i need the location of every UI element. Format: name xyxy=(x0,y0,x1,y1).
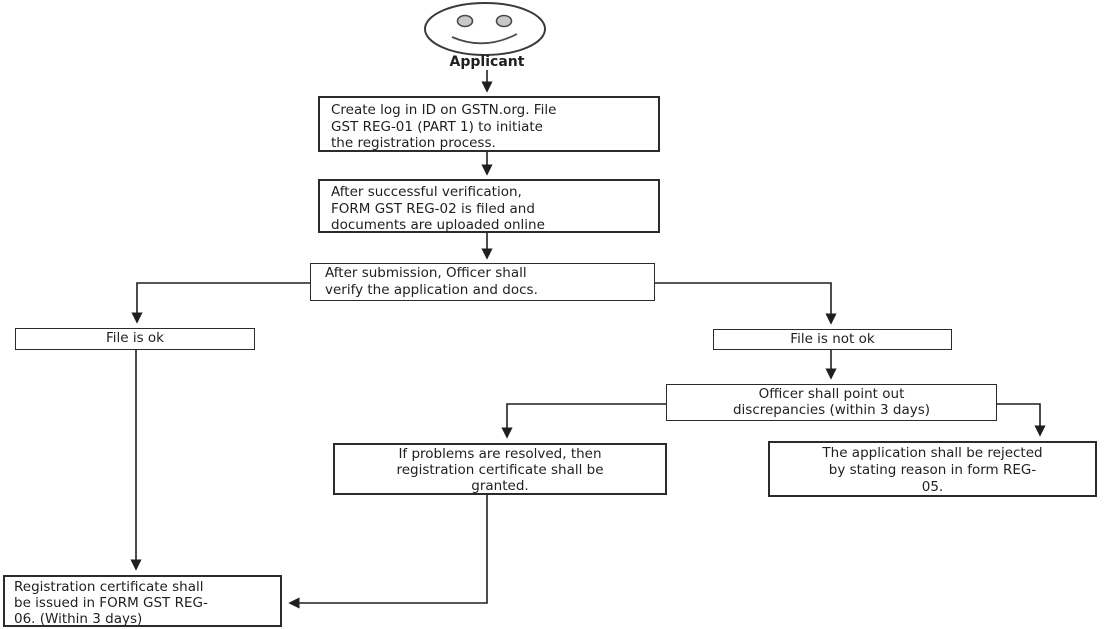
node-create-login: Create log in ID on GSTN.org. File GST R… xyxy=(318,96,660,152)
left-eye xyxy=(456,14,474,28)
node-file-not-ok: File is not ok xyxy=(713,329,952,350)
node-verification: After successful verification, FORM GST … xyxy=(318,179,660,233)
right-eye xyxy=(495,14,513,28)
applicant-label: Applicant xyxy=(449,54,525,70)
node-rejected: The application shall be rejected by sta… xyxy=(768,441,1097,497)
node-submission: After submission, Officer shall verify t… xyxy=(310,263,655,301)
connector-submit-to-filenotok xyxy=(655,282,837,325)
node-certificate-issued: Registration certificate shall be issued… xyxy=(3,575,282,627)
face-outline xyxy=(424,2,546,56)
connector-submit-to-fileok xyxy=(131,282,310,324)
smile xyxy=(451,33,518,45)
applicant-face-icon xyxy=(424,2,546,56)
node-discrepancies: Officer shall point out discrepancies (w… xyxy=(666,384,997,421)
connector-discrepancies-to-rejected xyxy=(997,403,1046,437)
connector-resolved-to-certificate xyxy=(288,495,488,609)
connector-discrepancies-to-resolved xyxy=(501,403,666,439)
node-resolved: If problems are resolved, then registrat… xyxy=(333,443,667,495)
node-file-ok: File is ok xyxy=(15,328,255,350)
